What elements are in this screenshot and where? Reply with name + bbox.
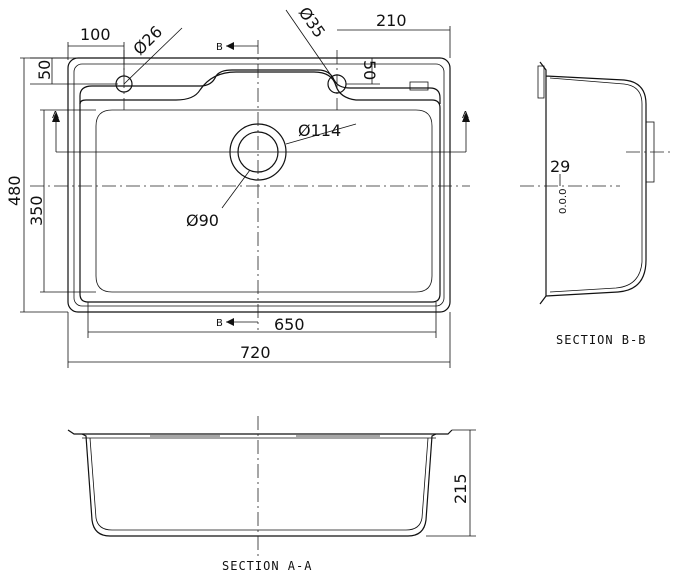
section-b-b-view: 29 0.0.0 SECTION B-B <box>520 61 672 347</box>
sink-deck-ledge <box>79 69 441 104</box>
section-aa-bowl <box>81 433 437 537</box>
dim-dia114: Ø114 <box>298 121 341 140</box>
dim-650: 650 <box>274 315 305 334</box>
dim-dia35: Ø35 <box>295 3 329 41</box>
brand-logo-mark <box>409 81 429 91</box>
vertical-code: 0.0.0 <box>558 189 569 214</box>
section-mark-a-right: A <box>462 110 469 121</box>
sink-bowl-outline <box>79 71 441 303</box>
dim-350: 350 <box>27 195 46 226</box>
dim-720: 720 <box>240 343 271 362</box>
sink-outer-rim <box>67 57 451 313</box>
section-aa-bowl-inner <box>89 437 429 531</box>
top-view: A A B B 100 Ø26 Ø35 210 50 50 <box>5 3 470 368</box>
dim-50-left: 50 <box>35 60 54 80</box>
section-mark-b-bottom: B <box>216 318 223 329</box>
dim-215: 215 <box>451 473 470 504</box>
section-bb-rim <box>537 65 545 99</box>
section-bb-label: SECTION B-B <box>556 333 646 347</box>
section-bb-profile <box>539 61 647 305</box>
section-a-a-view: 215 SECTION A-A <box>67 416 476 573</box>
dim-50-right: 50 <box>360 60 379 80</box>
section-bb-inner <box>549 77 643 293</box>
dim-dia26: Ø26 <box>129 22 166 59</box>
section-aa-label: SECTION A-A <box>222 559 312 573</box>
dim-29: 29 <box>550 157 570 176</box>
section-mark-b-top: B <box>216 42 223 53</box>
dim-dia90: Ø90 <box>186 211 219 230</box>
sink-rim-inner-line <box>73 63 445 307</box>
dim-210: 210 <box>376 11 407 30</box>
dim-100: 100 <box>80 25 111 44</box>
section-aa-rim <box>67 429 453 435</box>
dim-480: 480 <box>5 175 24 206</box>
sink-bowl-inner <box>95 109 433 293</box>
section-mark-a-left: A <box>52 110 59 121</box>
